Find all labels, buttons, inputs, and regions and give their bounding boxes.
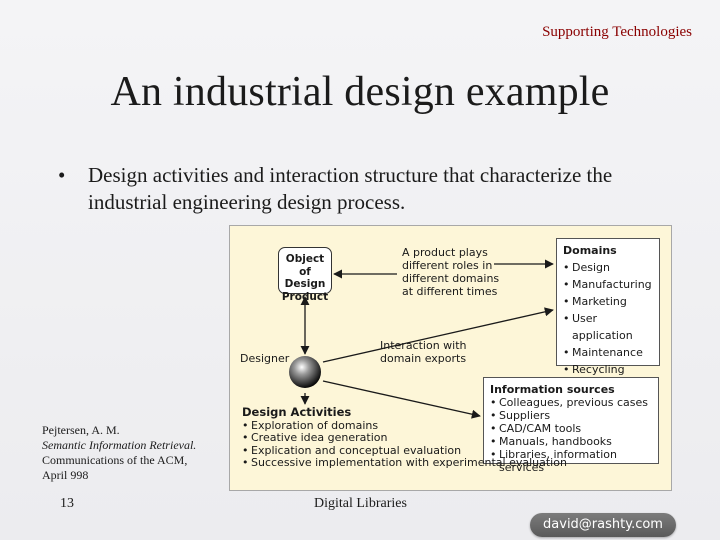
citation: Pejtersen, A. M. Semantic Information Re… — [42, 423, 196, 483]
designer-label: Designer — [240, 352, 290, 365]
information-sources-title: Information sources — [490, 383, 615, 396]
citation-date: April 998 — [42, 468, 89, 482]
designer-sphere — [289, 356, 321, 388]
domain-item: Manufacturing — [563, 276, 653, 293]
arrow-designer-domains — [322, 307, 554, 363]
citation-author: Pejtersen, A. M. — [42, 423, 120, 437]
slide-title: An industrial design example — [110, 69, 610, 115]
design-activities: Design Activities Exploration of domains… — [242, 406, 567, 470]
domain-item: Maintenance — [563, 344, 653, 361]
page-number: 13 — [60, 496, 74, 511]
interaction-note: Interaction with domain exports — [380, 339, 467, 365]
domain-item: Marketing — [563, 293, 653, 310]
domain-item: User application — [563, 310, 653, 344]
bullet-text: Design activities and interaction struct… — [88, 163, 613, 214]
design-activity-item: Exploration of domains — [242, 419, 567, 433]
bullet-item: • Design activities and interaction stru… — [58, 162, 678, 216]
design-activity-item: Successive implementation with experimen… — [242, 456, 567, 470]
domain-item: Design — [563, 259, 653, 276]
domain-item: Recycling — [563, 361, 653, 378]
design-activities-title: Design Activities — [242, 405, 352, 419]
email-badge: david@rashty.com — [530, 513, 676, 537]
design-activity-item: Explication and conceptual evaluation — [242, 444, 567, 458]
domains-box: Domains Design Manufacturing Marketing U… — [556, 238, 660, 378]
footer-title: Digital Libraries — [314, 496, 407, 511]
design-diagram: Object of Design Product A product plays… — [229, 225, 672, 491]
bullet-marker: • — [58, 163, 66, 187]
citation-title: Semantic Information Retrieval. — [42, 438, 197, 452]
domains-title: Domains — [563, 244, 617, 257]
design-activity-item: Creative idea generation — [242, 431, 567, 445]
section-label: Supporting Technologies — [542, 24, 692, 40]
diagram-connectors — [289, 259, 554, 419]
object-of-design-product-box: Object of Design Product — [278, 247, 332, 303]
arrow-designer-info — [322, 380, 481, 419]
roles-note: A product plays different roles in diffe… — [402, 246, 500, 298]
citation-journal: Communications of the ACM, — [42, 453, 188, 467]
information-source-item: Colleagues, previous cases — [490, 396, 652, 409]
